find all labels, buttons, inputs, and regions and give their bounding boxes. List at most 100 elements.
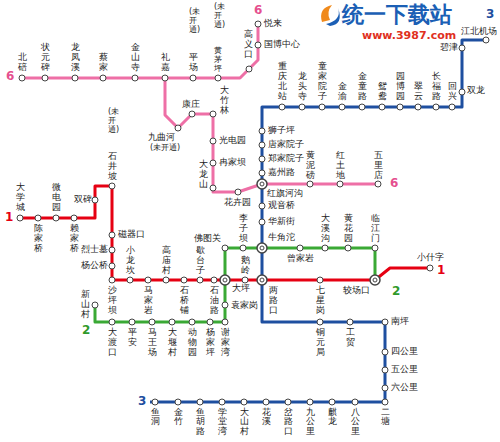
station-dot <box>207 319 213 325</box>
station-dot <box>255 42 261 48</box>
station-name: (未开通) <box>108 108 116 134</box>
line-number: 6 <box>254 4 262 17</box>
station-dot <box>483 37 489 43</box>
station-dot <box>375 181 381 187</box>
station-dot <box>169 319 175 325</box>
station-name: 重庆北站 <box>278 62 287 102</box>
station-name: 马家岩 <box>144 286 153 316</box>
station-name: (未开通) <box>214 3 222 29</box>
station-dot <box>92 302 98 308</box>
station-name: 歇台子 <box>196 246 205 276</box>
station-name: 二塘 <box>381 408 390 427</box>
station-dot <box>222 245 228 251</box>
transfer-core <box>373 278 377 282</box>
station-name: 杨家坪 <box>206 328 215 358</box>
station-name: 大竹林 <box>220 86 229 116</box>
station-name: 嘉州路 <box>268 168 295 178</box>
logo-shape <box>321 5 332 22</box>
station-name: 北碚 <box>18 53 27 73</box>
station-name: 微电园 <box>52 183 61 213</box>
station-dot <box>347 319 353 325</box>
station-name: 观音桥 <box>268 201 295 211</box>
station-name: 袁家岗 <box>231 301 258 310</box>
station-dot <box>242 277 248 283</box>
transfer-dot <box>257 243 267 253</box>
watermark: 统一下载站 <box>342 3 452 27</box>
station-dot <box>372 245 378 251</box>
station-name: 工贸 <box>346 328 355 348</box>
station-dot <box>109 319 115 325</box>
station-dot <box>109 232 115 238</box>
station-dot <box>211 277 217 283</box>
station-dot <box>299 104 305 110</box>
station-dot <box>449 104 455 110</box>
station-name: 红旗河沟 <box>267 189 303 199</box>
station-dot <box>382 367 388 373</box>
station-name: 九曲河 <box>148 133 175 143</box>
station-name: 四公里 <box>391 347 418 357</box>
station-dot <box>181 277 187 283</box>
station-name: 马王场 <box>148 328 157 358</box>
station-name: 南坪 <box>391 317 409 327</box>
station-name: 五公里 <box>391 365 418 375</box>
station-name: 赖家桥 <box>70 224 79 254</box>
station-name: 金竹 <box>174 408 183 427</box>
station-name: 岔路口 <box>284 408 293 436</box>
station-dot <box>433 104 439 110</box>
station-name: 蔡家 <box>99 53 108 73</box>
station-name: 两路口 <box>269 286 278 316</box>
station-name: 黄花园 <box>344 214 353 244</box>
station-dot <box>215 75 221 81</box>
station-dot <box>149 319 155 325</box>
station-dot <box>246 66 252 72</box>
transfer-dot <box>370 275 380 285</box>
station-name: 高义口 <box>244 30 253 60</box>
station-dot <box>189 319 195 325</box>
line-6-branch <box>165 24 258 78</box>
station-name: 园博园 <box>396 72 405 102</box>
station-dot <box>222 302 228 308</box>
station-dot <box>132 75 138 81</box>
line-number: 1 <box>5 211 13 224</box>
station-dot <box>241 399 247 405</box>
station-name: 花卉园 <box>224 198 251 208</box>
station-dot <box>152 399 158 405</box>
logo-shape <box>326 8 340 26</box>
station-dot <box>459 45 465 51</box>
station-name: 牛角沱 <box>268 233 295 243</box>
station-dot <box>127 277 133 283</box>
station-name: 国博中心 <box>264 40 300 50</box>
station-name: 佛图关 <box>194 234 221 244</box>
transfer-core <box>223 278 227 282</box>
station-dot <box>263 399 269 405</box>
station-dot <box>109 277 115 283</box>
station-name: 光电园 <box>219 136 246 146</box>
station-name: 陈家桥 <box>34 224 43 254</box>
station-name: 五里店 <box>374 151 383 181</box>
station-name: 碧津 <box>440 43 458 53</box>
station-dot <box>382 349 388 355</box>
station-name: 大坪 <box>232 284 250 294</box>
station-dot <box>317 319 323 325</box>
station-dot <box>285 399 291 405</box>
station-name: 鱼洞 <box>151 408 160 427</box>
station-dot <box>197 277 203 283</box>
station-dot <box>259 156 265 162</box>
site-logo <box>321 5 340 26</box>
transfer-core <box>260 278 264 282</box>
station-dot <box>210 111 216 117</box>
station-name: 金山寺 <box>131 43 140 73</box>
station-name: 磁器口 <box>118 230 145 240</box>
station-name: 动物园 <box>188 328 197 358</box>
station-dot <box>307 181 313 187</box>
station-name: 长福路 <box>432 72 441 102</box>
station-name: 翠云 <box>414 82 423 102</box>
line-2 <box>95 248 375 322</box>
station-dot <box>459 89 465 95</box>
station-name: 大龙山 <box>199 160 208 190</box>
station-name: 学堂湾 <box>218 408 227 436</box>
station-dot <box>379 104 385 110</box>
station-name: 平安 <box>128 328 137 348</box>
